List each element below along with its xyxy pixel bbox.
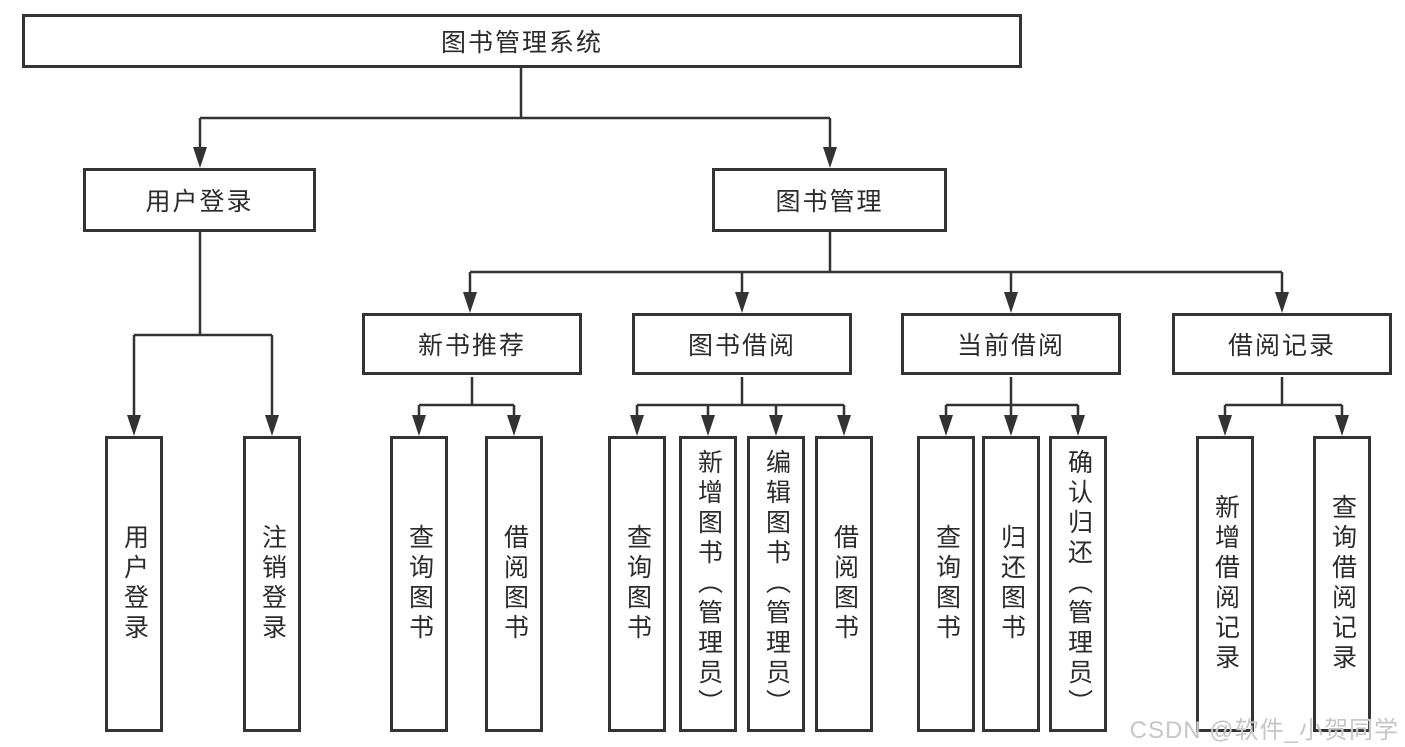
leaf-label: 借阅图书 [830,524,859,644]
leaf-query-books-current: 查询图书 [917,436,975,732]
leaf-label: 查询图书 [932,524,961,644]
node-current-borrow: 当前借阅 [901,313,1121,375]
leaf-label: 查询图书 [405,524,434,644]
leaf-label: 新增借阅记录 [1211,494,1240,674]
leaf-label: 归还图书 [997,524,1026,644]
leaf-query-borrow-record: 查询借阅记录 [1313,436,1371,732]
leaf-query-books-recommend: 查询图书 [390,436,448,732]
node-book-borrow: 图书借阅 [632,313,852,375]
leaf-edit-books-admin: 编辑图书（管理员） [747,436,805,732]
node-user-login: 用户登录 [83,168,316,232]
node-book-management: 图书管理 [712,168,947,232]
leaf-logout: 注销登录 [243,436,301,732]
leaf-label: 用户登录 [120,524,149,644]
leaf-add-books-admin: 新增图书（管理员） [679,436,737,732]
leaf-borrow-books: 借阅图书 [815,436,873,732]
watermark: CSDN @软件_小贺同学 [1129,717,1399,744]
node-new-book-recommend: 新书推荐 [362,313,582,375]
leaf-label: 注销登录 [258,524,287,644]
leaf-add-borrow-record: 新增借阅记录 [1196,436,1254,732]
node-borrow-records: 借阅记录 [1172,313,1392,375]
leaf-return-books: 归还图书 [982,436,1040,732]
leaf-borrow-books-recommend: 借阅图书 [485,436,543,732]
leaf-label: 编辑图书（管理员） [762,449,791,719]
leaf-label: 新增图书（管理员） [694,449,723,719]
leaf-user-login: 用户登录 [105,436,163,732]
leaf-query-books-borrow: 查询图书 [608,436,666,732]
leaf-confirm-return-admin: 确认归还（管理员） [1049,436,1107,732]
leaf-label: 查询图书 [623,524,652,644]
leaf-label: 查询借阅记录 [1328,494,1357,674]
leaf-label: 确认归还（管理员） [1064,449,1093,719]
node-root-system: 图书管理系统 [22,14,1022,68]
leaf-label: 借阅图书 [500,524,529,644]
